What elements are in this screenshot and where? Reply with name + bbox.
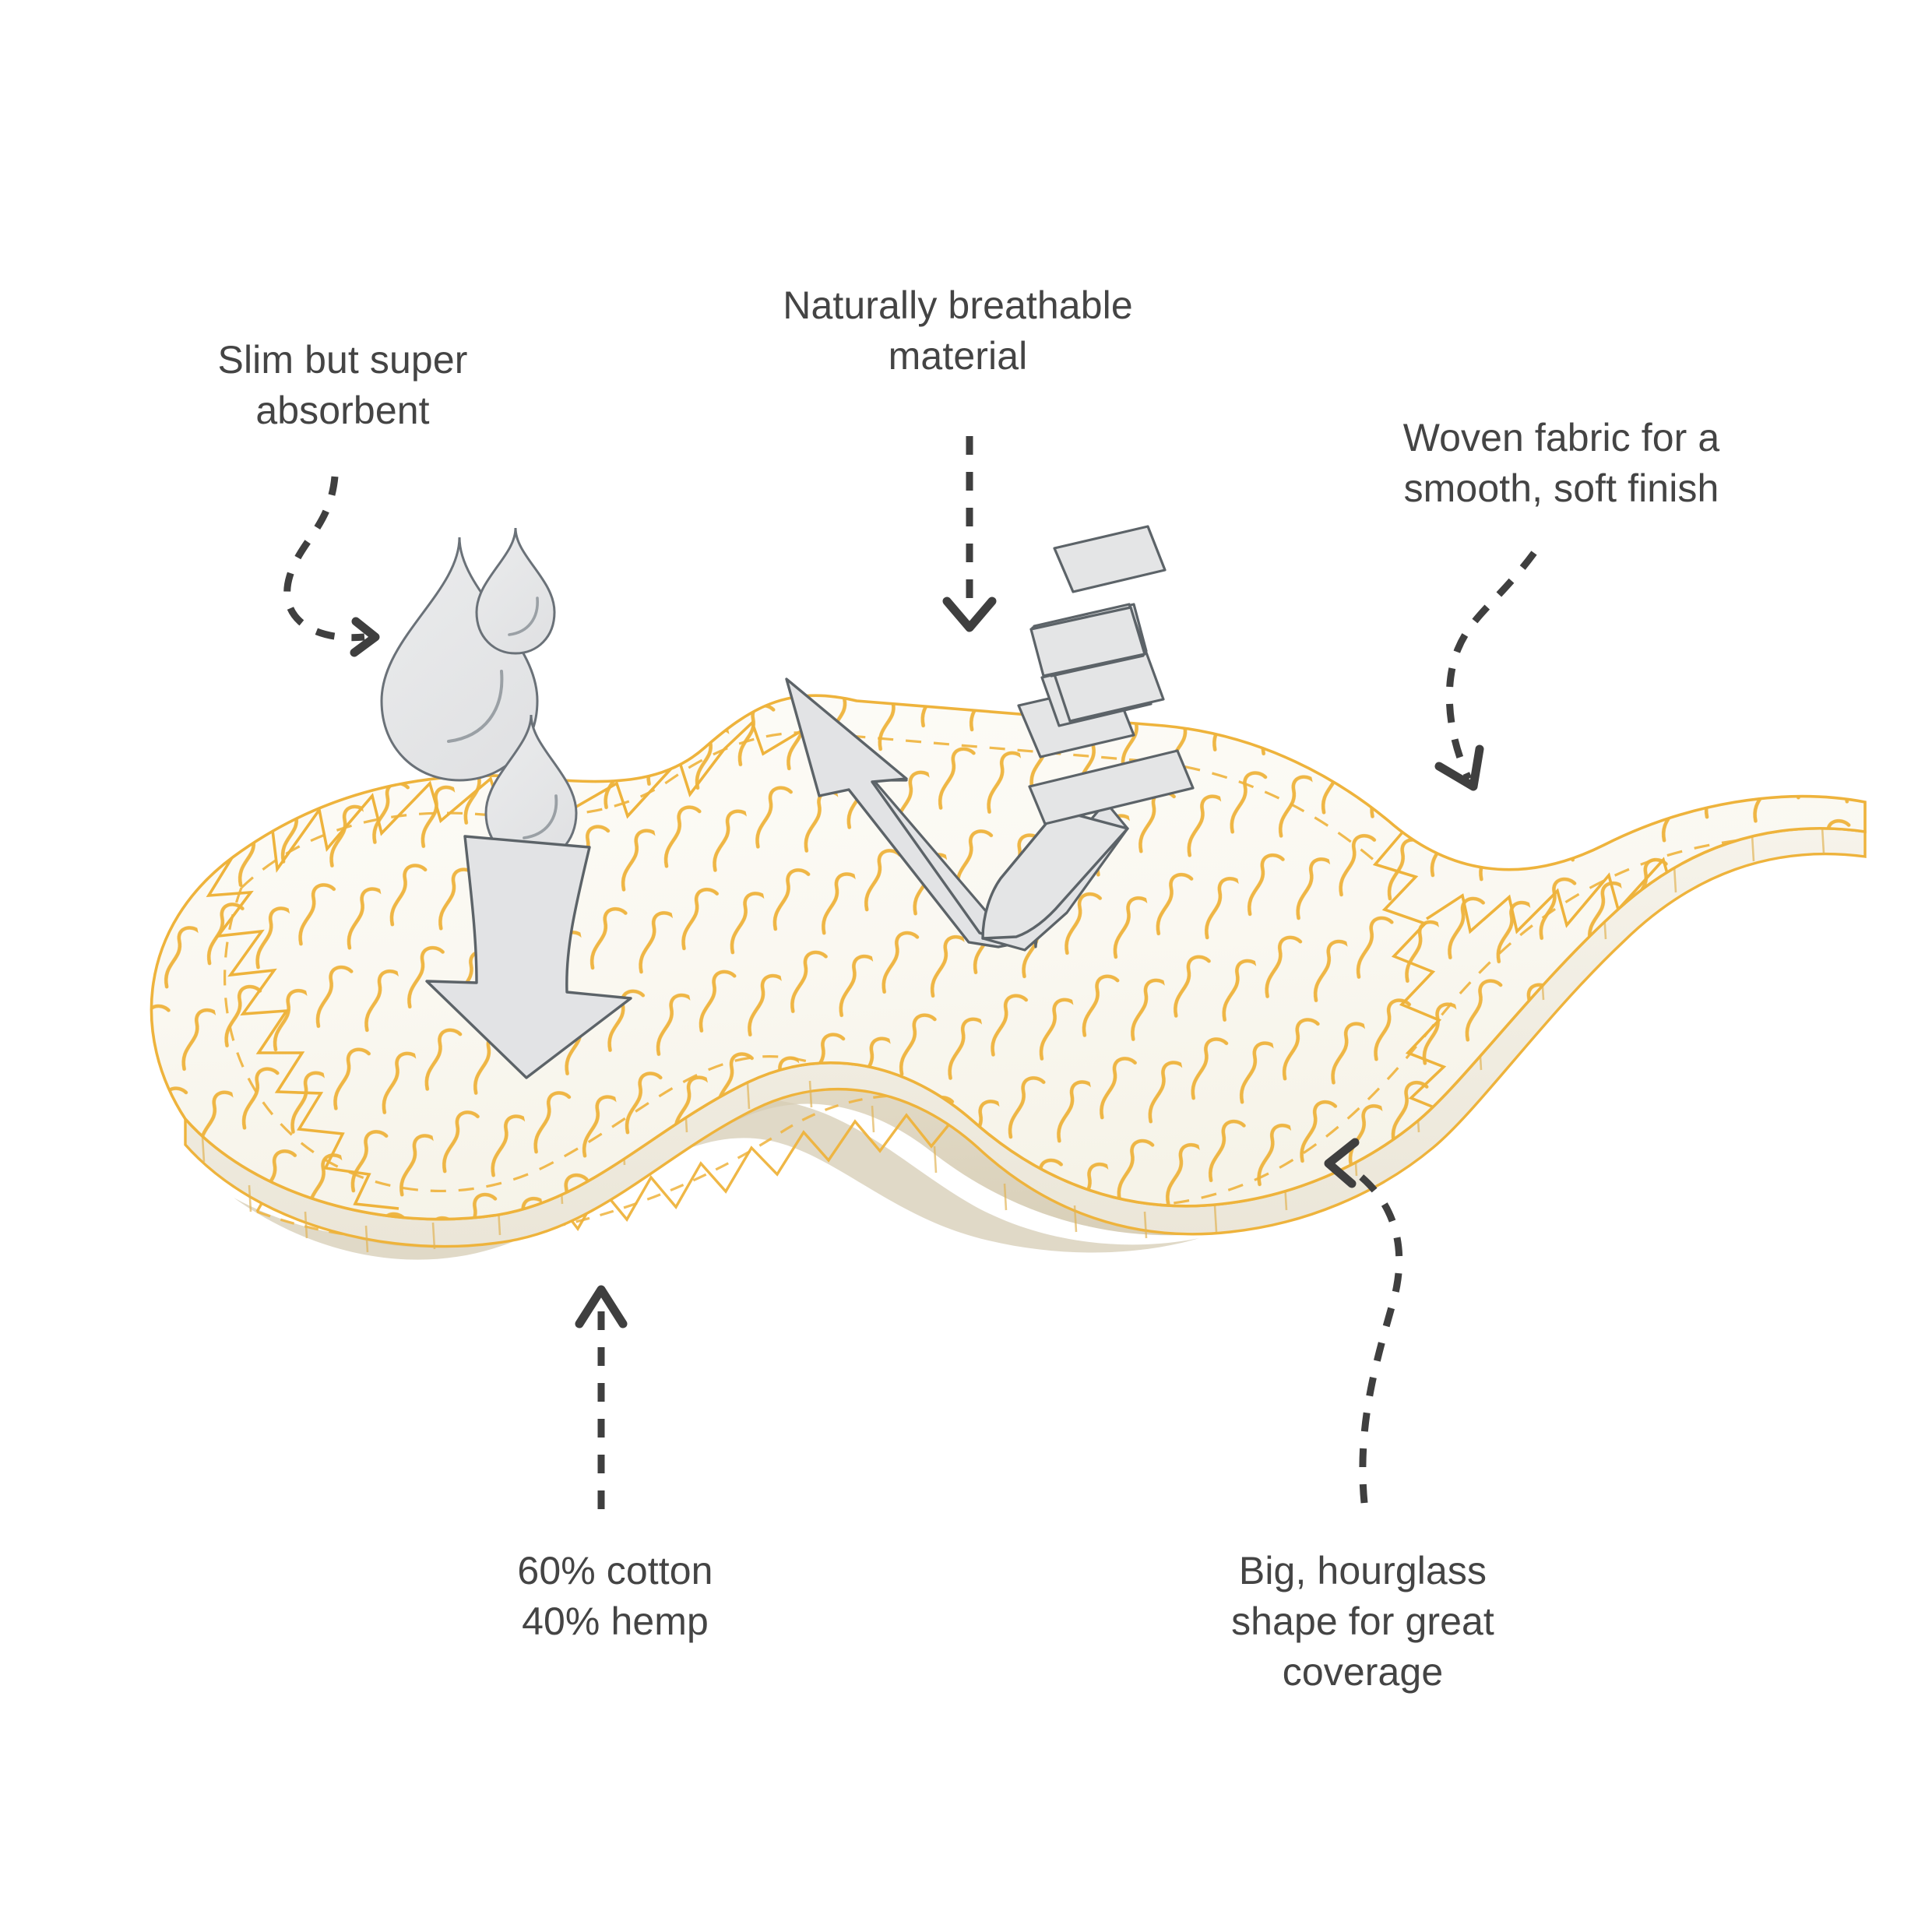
breathability-uturn-arrow-icon [785, 677, 1129, 952]
leader-arrow-fiber [575, 1285, 628, 1509]
callout-label-hourglass-shape: Big, hourglass shape for great coverage [1231, 1549, 1494, 1694]
callout-leader-arrows [283, 436, 1537, 1509]
leader-arrow-breathable [942, 436, 997, 632]
leader-arrow-woven [1434, 551, 1537, 791]
callout-label-breathable-material: Naturally breathable material [783, 283, 1133, 378]
absorption-down-arrow-icon [425, 835, 632, 1079]
water-drops-group [380, 527, 578, 863]
callout-label-fiber-composition: 60% cotton 40% hemp [517, 1549, 713, 1643]
callout-label-woven-fabric: Woven fabric for a smooth, soft finish [1402, 416, 1720, 510]
leader-arrow-slim [283, 476, 380, 657]
drop-small-icon [475, 527, 556, 655]
inner-dashed-seam [223, 730, 1862, 1208]
callout-label-slim-absorbent: Slim but super absorbent [217, 338, 468, 432]
leader-arrow-hourglass [1324, 1138, 1403, 1504]
airflow-dashes-icon [1017, 525, 1195, 825]
